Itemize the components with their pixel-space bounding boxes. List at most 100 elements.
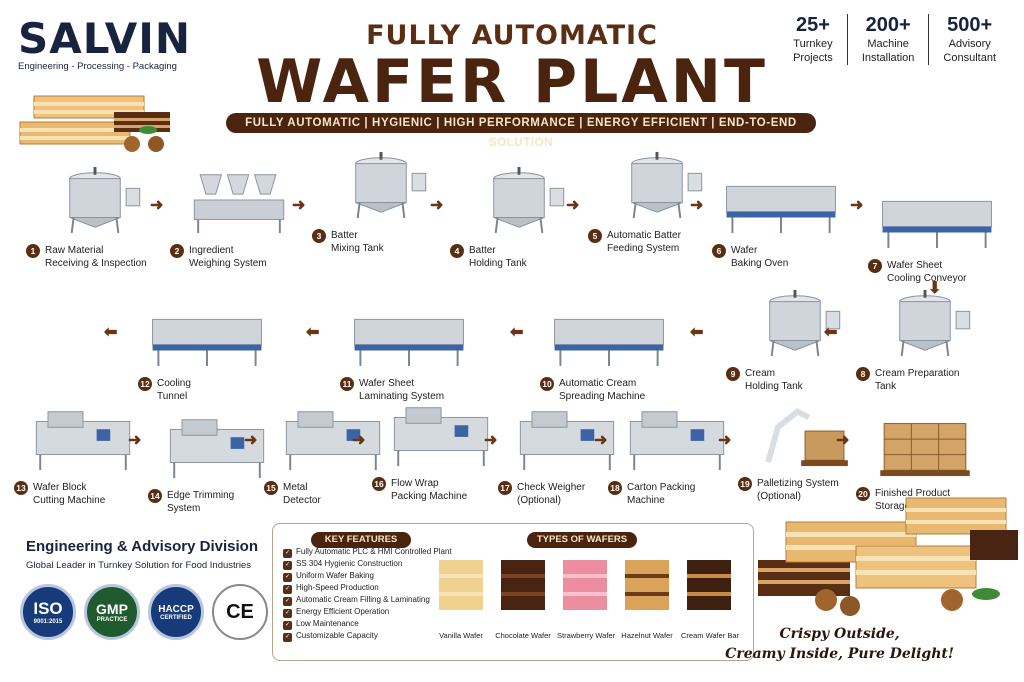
step-line-2: Machine	[627, 495, 665, 506]
step-line-2: Laminating System	[359, 391, 445, 402]
feature-item: Automatic Cream Filling & Laminating	[283, 594, 452, 606]
step-number: 17	[498, 481, 512, 495]
slogan-line-2: Creamy Inside, Pure Delight!	[725, 646, 954, 662]
step-line-2: System	[167, 503, 201, 514]
feature-item: Uniform Wafer Baking	[283, 570, 452, 582]
stat-label: Consultant	[943, 52, 996, 64]
step-line-2: Weighing System	[189, 258, 267, 269]
step-line-1: Check Weigher	[517, 482, 586, 493]
key-features-heading: KEY FEATURES	[311, 532, 411, 548]
title-top: FULLY AUTOMATIC	[366, 20, 658, 51]
ce-badge-icon: CE	[212, 584, 268, 640]
step-number: 14	[148, 489, 162, 503]
wafer-types-heading: TYPES OF WAFERS	[527, 532, 637, 548]
step-number: 9	[726, 367, 740, 381]
badge-subtitle: PRACTICE	[96, 617, 128, 623]
stat-number: 200+	[865, 14, 911, 36]
key-features-list: Fully Automatic PLC & HMI Controlled Pla…	[283, 546, 452, 642]
wafer-icon	[563, 560, 607, 610]
step-line-2: Cutting Machine	[33, 495, 106, 506]
wafer-type-label: Cream Wafer Bar	[681, 631, 740, 640]
step-line-1: Edge Trimming	[167, 490, 235, 501]
wafer-stack-icon	[758, 497, 1018, 596]
feature-item: High-Speed Production	[283, 582, 452, 594]
page-title: WAFER PLANT	[256, 47, 768, 117]
machine-icon	[726, 185, 836, 234]
wafer-type: Vanilla Wafer	[433, 554, 489, 640]
step-number: 16	[372, 477, 386, 491]
step-line-2: Spreading Machine	[559, 391, 646, 402]
features-panel: KEY FEATURES Fully Automatic PLC & HMI C…	[272, 523, 754, 661]
machine-icon	[285, 411, 381, 471]
machine-icon	[493, 166, 565, 234]
hazelnut-icon	[815, 589, 837, 611]
machine-icon	[769, 289, 841, 357]
hazelnut-icon	[840, 596, 860, 616]
machine-icon	[393, 407, 489, 467]
slogan: Crispy Outside, Creamy Inside, Pure Deli…	[725, 624, 954, 664]
machine-icon	[554, 318, 664, 367]
step-text: Check Weigher(Optional)	[517, 481, 585, 507]
flow-arrow-icon: ➜	[566, 197, 580, 214]
step-line-1: Finished Product	[875, 488, 951, 499]
step-line-1: Batter	[469, 245, 496, 256]
flow-arrow-icon: ➜	[430, 197, 444, 214]
wafer-type-label: Hazelnut Wafer	[621, 631, 673, 640]
step-text: Palletizing System(Optional)	[757, 477, 839, 503]
process-step: 17 Check Weigher(Optional)	[498, 402, 636, 507]
feature-item: SS 304 Hygienic Construction	[283, 558, 452, 570]
step-line-1: Palletizing System	[757, 478, 839, 489]
flow-arrow-icon: ⬅	[306, 324, 320, 341]
feature-item: Low Maintenance	[283, 618, 452, 630]
step-line-1: Wafer Block	[33, 482, 87, 493]
hazelnut-icon	[124, 136, 140, 152]
machine-icon	[882, 200, 992, 249]
wafer-display-image	[758, 497, 1018, 616]
flow-arrow-icon: ➜	[352, 432, 366, 449]
step-number: 6	[712, 244, 726, 258]
haccp-badge-icon: HACCP CERTIFIED	[148, 584, 204, 640]
flow-arrow-icon: ⬅	[690, 324, 704, 341]
step-line-1: Batter	[331, 230, 358, 241]
step-number: 3	[312, 229, 326, 243]
step-line-2: Baking Oven	[731, 258, 789, 269]
step-number: 18	[608, 481, 622, 495]
stat-number: 25+	[795, 14, 830, 36]
feature-ribbon: FULLY AUTOMATIC | HYGIENIC | HIGH PERFOR…	[226, 113, 816, 149]
wafer-icon	[501, 560, 545, 610]
flow-arrow-icon: ➜	[836, 432, 850, 449]
gmp-badge-icon: GMP PRACTICE	[84, 584, 140, 640]
badge-title: HACCP	[158, 603, 194, 615]
stat-label: Installation	[861, 52, 915, 64]
hero-wafer-image	[19, 95, 170, 152]
step-line-1: Flow Wrap	[391, 478, 439, 489]
hazelnut-icon	[148, 136, 164, 152]
